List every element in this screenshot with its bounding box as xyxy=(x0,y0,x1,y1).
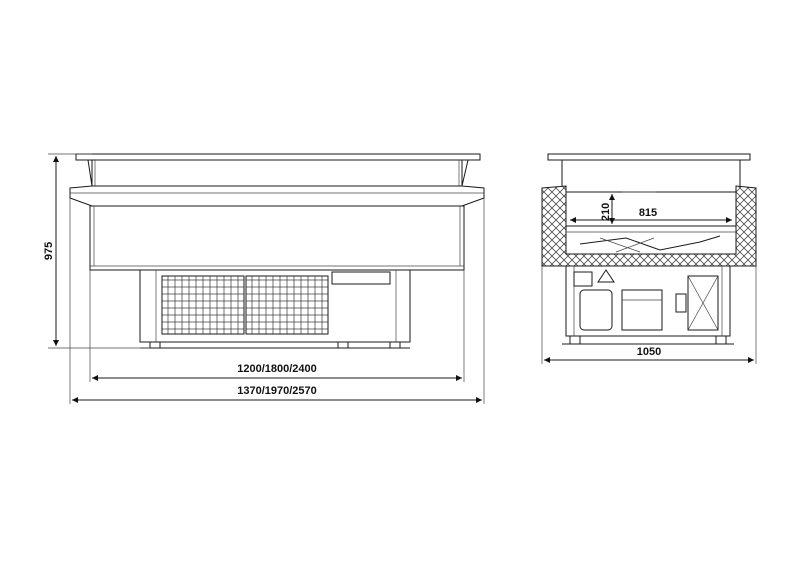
side-machine-frame xyxy=(565,265,731,337)
outer-length-label: 1370/1970/2570 xyxy=(237,385,317,397)
compressor xyxy=(579,289,613,331)
condenser-box xyxy=(621,289,663,331)
front-body xyxy=(89,205,465,271)
control-box xyxy=(331,271,391,285)
display-well xyxy=(565,191,737,255)
inner-width-label: 815 xyxy=(639,207,657,219)
inner-length-label: 1200/1800/2400 xyxy=(237,363,317,375)
fan-unit xyxy=(687,275,719,331)
front-view: 975 1200/1800/2400 1370/1970/2570 xyxy=(43,153,485,404)
inner-height-label: 210 xyxy=(600,203,612,221)
ventilation-grille-right xyxy=(245,275,329,335)
front-top-rail xyxy=(75,153,481,161)
depth-label: 1050 xyxy=(637,346,661,358)
ventilation-grille-left xyxy=(161,275,245,335)
machine-compartment xyxy=(139,269,411,343)
warning-triangle-icon xyxy=(597,269,615,283)
front-bumper xyxy=(69,185,485,207)
height-label: 975 xyxy=(43,242,55,260)
side-view: 815 210 1050 xyxy=(541,153,757,364)
